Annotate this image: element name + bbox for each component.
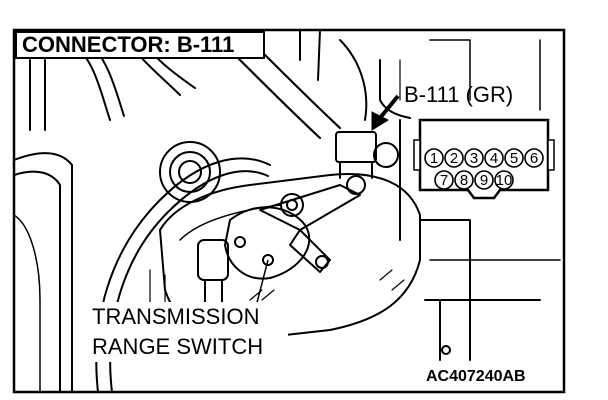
connector-pin-number: 4 xyxy=(490,150,498,167)
connector-callout-text: B-111 (GR) xyxy=(404,82,513,107)
connector-pin xyxy=(494,170,514,190)
component-label-line2: RANGE SWITCH xyxy=(92,334,263,359)
connector-pin xyxy=(454,170,474,190)
connector-pin-number: 1 xyxy=(430,150,438,167)
title: CONNECTOR: B-111 xyxy=(22,32,234,57)
connector-pin-number: 8 xyxy=(460,172,468,189)
component-label-line1: TRANSMISSION xyxy=(92,304,259,329)
connector-pin-number: 7 xyxy=(440,172,448,189)
connector-pin xyxy=(474,170,494,190)
connector-pin xyxy=(444,148,464,168)
connector-pin-number: 5 xyxy=(510,150,518,167)
connector-pin-number: 2 xyxy=(450,150,458,167)
connector-pin xyxy=(504,148,524,168)
connector-pin xyxy=(484,148,504,168)
connector-pin xyxy=(464,148,484,168)
connector-callout: B-111 (GR) xyxy=(371,82,513,131)
component-label: TRANSMISSION RANGE SWITCH xyxy=(88,259,288,362)
connector-pin-number: 6 xyxy=(530,150,538,167)
connector-pin xyxy=(424,148,444,168)
connector-pin-number: 10 xyxy=(496,172,513,189)
connector-pin-number: 3 xyxy=(470,150,478,167)
connector-pin xyxy=(434,170,454,190)
connector-pin-number: 9 xyxy=(480,172,488,189)
connector-pin xyxy=(524,148,544,168)
figure-code: AC407240AB xyxy=(426,368,526,385)
title-box: CONNECTOR: B-111 xyxy=(15,31,265,59)
